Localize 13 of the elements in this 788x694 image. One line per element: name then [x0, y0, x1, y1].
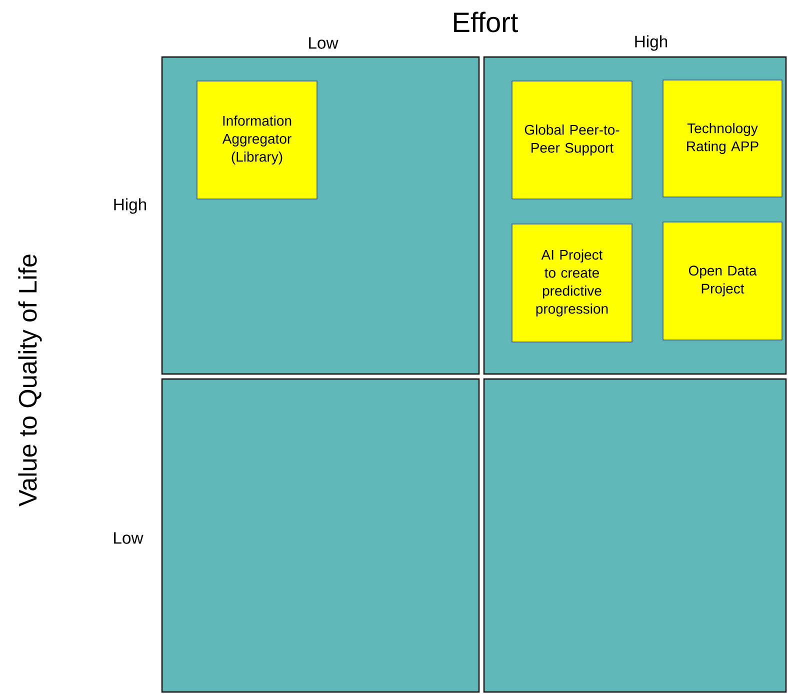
axis-label: Low: [309, 37, 338, 49]
chart-title: Effort: [454, 12, 518, 32]
quadrant-box: [483, 378, 787, 693]
quadrant-box: [161, 378, 480, 693]
sticky-note: AI Project to create predictive progression: [512, 224, 632, 342]
axis-title: Value to Quality of Life: [18, 254, 42, 506]
axis-label: Low: [114, 532, 144, 544]
sticky-note: Technology Rating APP: [662, 80, 782, 198]
axis-label: High: [635, 35, 668, 51]
axis-label: High: [114, 198, 146, 214]
sticky-note: Information Aggregator (Library): [196, 80, 318, 200]
sticky-note: Global Peer-to-Peer Support: [512, 80, 632, 200]
sticky-note: Open Data Project: [662, 222, 782, 340]
